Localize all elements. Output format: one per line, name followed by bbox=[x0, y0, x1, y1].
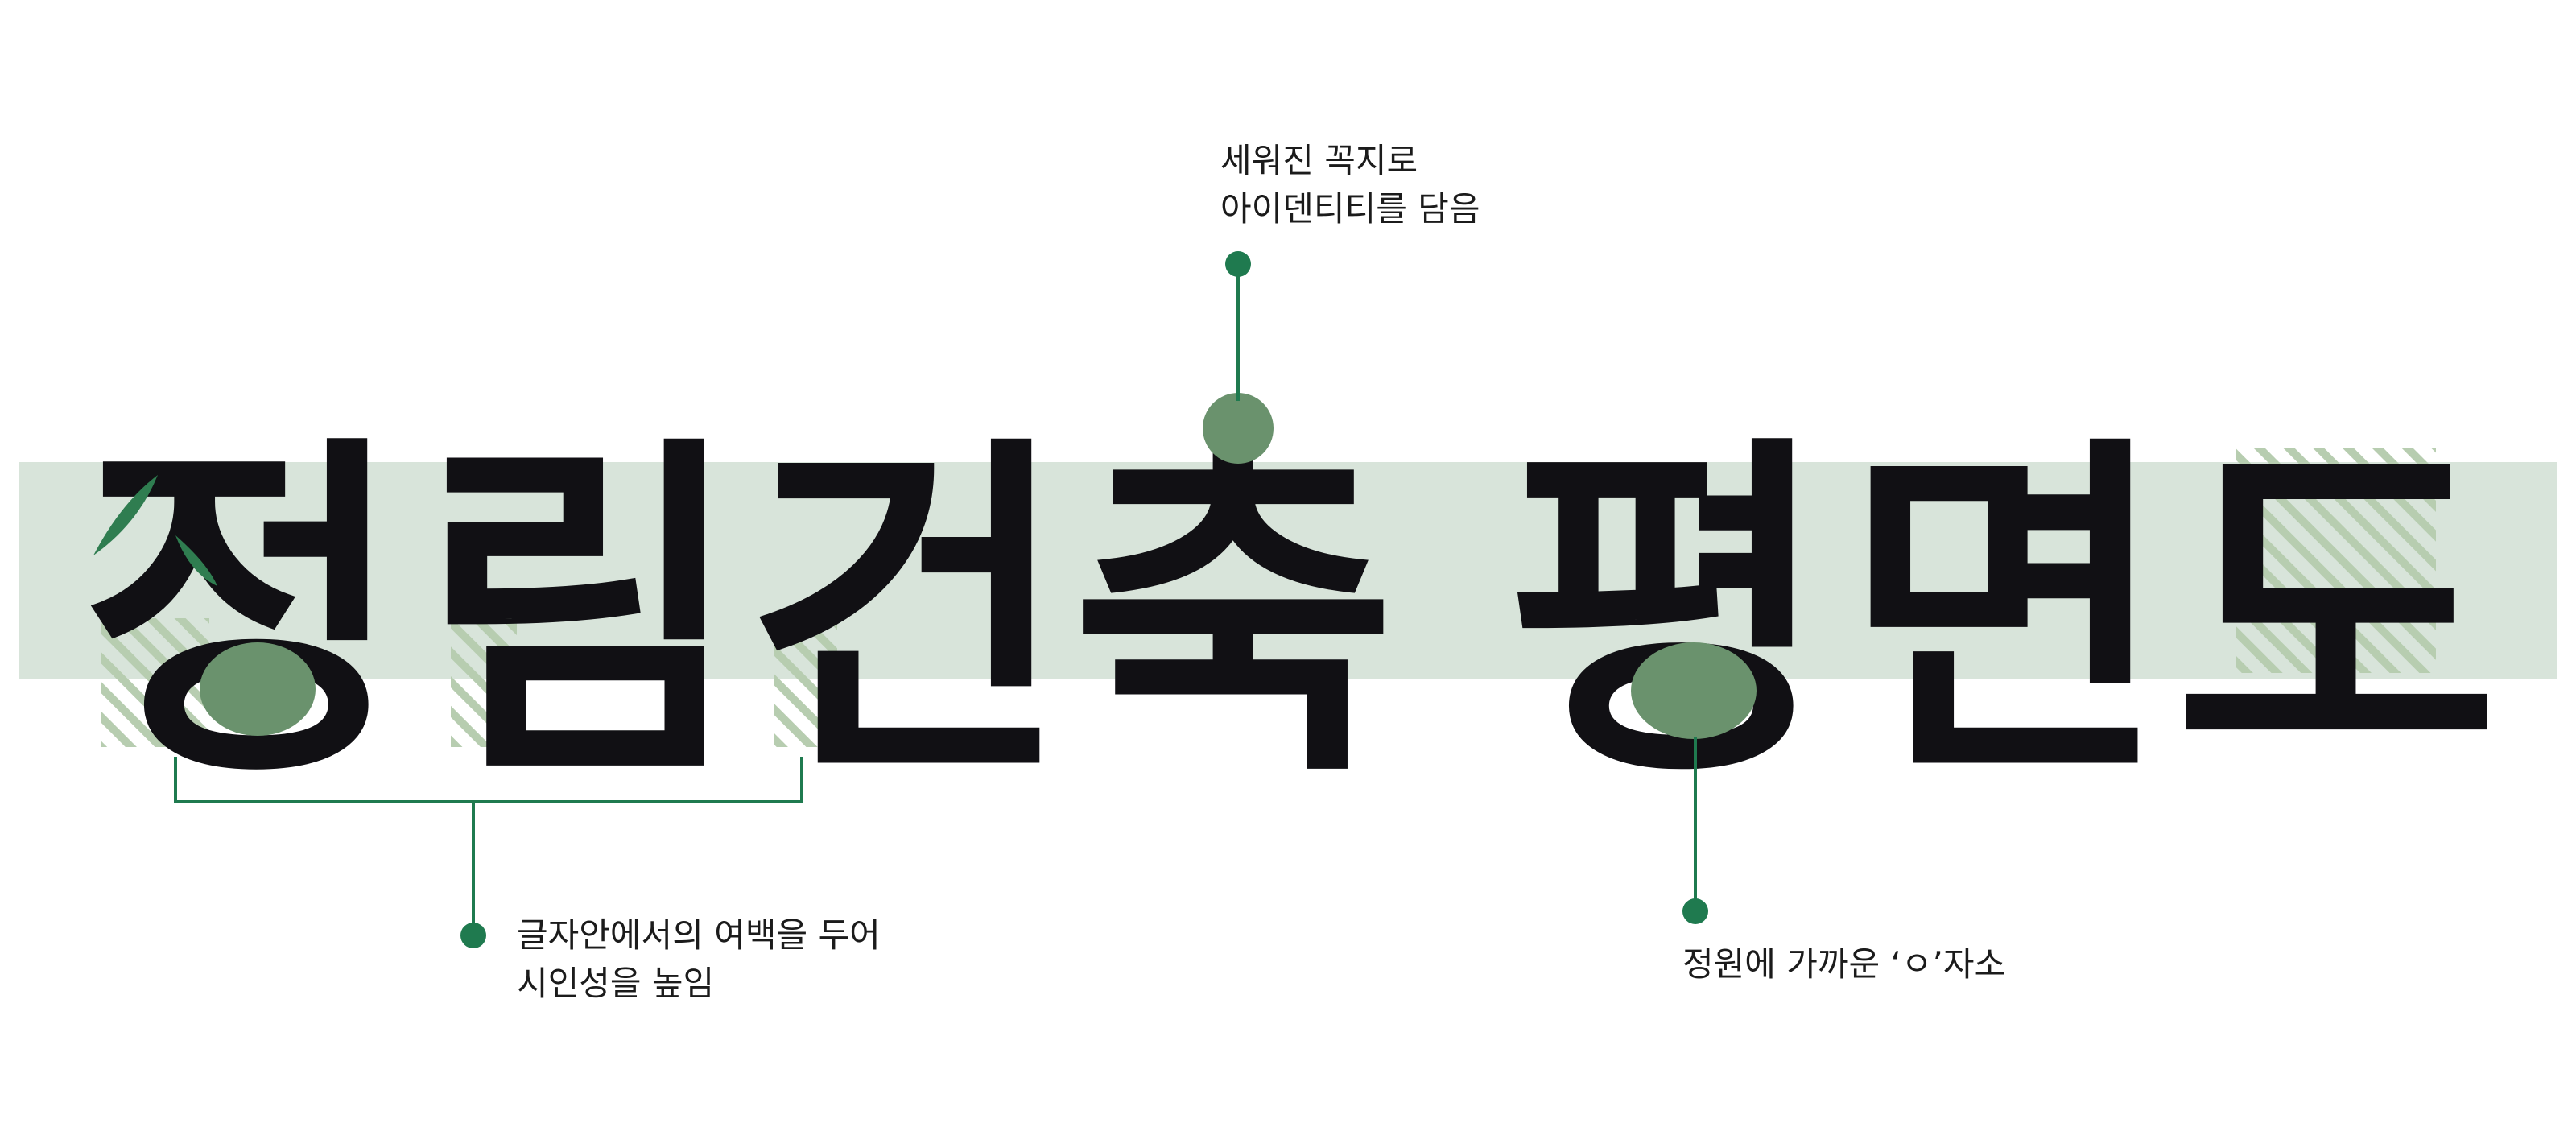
annotation-bottom-left-line-2: 시인성을 높임 bbox=[517, 964, 714, 1003]
annotation-bottom-right-line-1: 정원에 가까운 ‘ㅇ’자소 bbox=[1682, 944, 2005, 984]
callout-dot-bottom-right bbox=[1682, 898, 1708, 924]
leaf-stroke-2 bbox=[175, 535, 217, 586]
hatch-area-4 bbox=[2236, 448, 2436, 673]
leaf-stroke-1 bbox=[93, 475, 158, 555]
annotation-top-line-1: 세워진 꼭지로 bbox=[1220, 141, 1418, 180]
hatch-area-1 bbox=[101, 618, 209, 747]
hatch-area-2 bbox=[451, 618, 517, 747]
wordmark-char-3: 건 bbox=[745, 408, 1071, 820]
wordmark-char-7: 도 bbox=[2174, 408, 2500, 820]
hatch-area-3 bbox=[774, 618, 837, 747]
standing-stroke-circle bbox=[1203, 393, 1274, 464]
callout-dot-top bbox=[1225, 251, 1251, 277]
annotation-top-line-2: 아이덴티티를 담음 bbox=[1220, 189, 1480, 229]
wordmark-char-1: 정 bbox=[80, 408, 407, 820]
wordmark-char-6: 면 bbox=[1843, 408, 2169, 820]
highlight-band bbox=[19, 462, 2557, 679]
wordmark-char-5: 평 bbox=[1505, 408, 1831, 820]
wordmark: 정 림 건 축 평 면 도 bbox=[80, 408, 2500, 820]
wordmark-char-2: 림 bbox=[419, 408, 745, 820]
ieung-circle-1 bbox=[200, 642, 316, 736]
ieung-circle-2 bbox=[1631, 642, 1757, 739]
callout-dot-bottom-left bbox=[460, 923, 486, 948]
callout-bracket bbox=[174, 757, 803, 803]
annotation-bottom-left-line-1: 글자안에서의 여백을 두어 bbox=[517, 915, 881, 955]
wordmark-char-4: 축 bbox=[1071, 408, 1397, 820]
